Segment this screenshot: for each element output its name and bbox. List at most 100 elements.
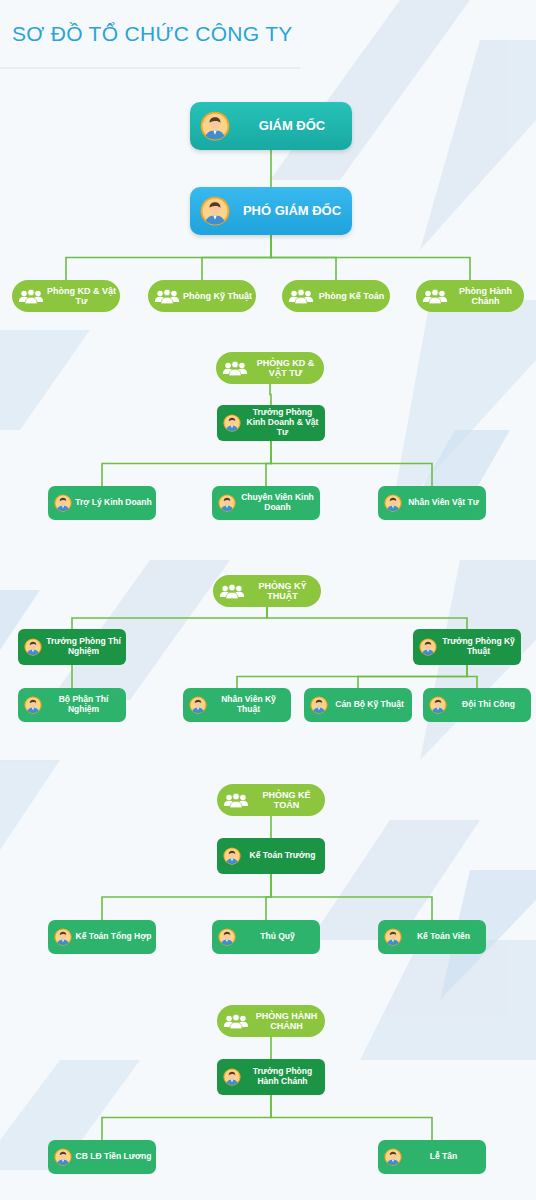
connector-line bbox=[102, 441, 271, 486]
node-text: Lễ Tân bbox=[405, 1152, 486, 1162]
person-avatar bbox=[54, 494, 72, 512]
node-text: Cán Bộ Kỹ Thuật bbox=[331, 700, 412, 710]
connector-line bbox=[467, 665, 477, 688]
node-label: Nhân Viên Vật Tư bbox=[405, 498, 482, 508]
connector-line bbox=[270, 816, 272, 838]
node-label: PHÓ GIÁM ĐỐC bbox=[236, 204, 348, 219]
node-text: GIÁM ĐỐC bbox=[236, 119, 352, 134]
node-label: Trưởng Phòng Kỹ Thuật bbox=[440, 637, 517, 657]
connector-line bbox=[72, 607, 267, 629]
node-label: Phòng Kỹ Thuật bbox=[183, 291, 252, 301]
node-label: Thủ Quỹ bbox=[239, 932, 316, 942]
connector-line bbox=[270, 150, 272, 187]
node-text: Kế Toán Tổng Hợp bbox=[75, 932, 156, 942]
node-label: Lễ Tân bbox=[405, 1152, 482, 1162]
group-icon bbox=[288, 287, 314, 305]
node-label: Kế Toán Trưởng bbox=[244, 851, 321, 861]
node-text: Phòng Kế Toán bbox=[317, 291, 390, 301]
group-icon bbox=[223, 1012, 249, 1030]
node-text: Nhân Viên Vật Tư bbox=[405, 498, 486, 508]
connector-line bbox=[270, 1037, 272, 1059]
person-avatar bbox=[384, 494, 402, 512]
node-label: Cán Bộ Kỹ Thuật bbox=[331, 700, 408, 710]
department-box: Phòng Hành Chánh bbox=[416, 280, 524, 312]
person-avatar bbox=[189, 696, 207, 714]
person-avatar bbox=[384, 928, 402, 946]
connector-line bbox=[271, 235, 470, 280]
node-label: Đội Thi Công bbox=[450, 700, 527, 710]
person-avatar bbox=[310, 696, 328, 714]
node-text: PHÒNG KỸ THUẬT bbox=[248, 581, 321, 602]
connector-line bbox=[237, 665, 467, 688]
staff-box: Nhân Viên Kỹ Thuật bbox=[183, 688, 291, 722]
department-box: Phòng Kỹ Thuật bbox=[148, 280, 256, 312]
node-label: Kế Toán Viên bbox=[405, 932, 482, 942]
node-text: Nhân Viên Kỹ Thuật bbox=[210, 695, 291, 715]
staff-box: Lễ Tân bbox=[378, 1140, 486, 1174]
node-text: PHÒNG HÀNH CHÁNH bbox=[252, 1011, 325, 1032]
department-box: Phòng KD & Vật Tư bbox=[12, 280, 120, 312]
node-label: Phòng Kế Toán bbox=[317, 291, 386, 301]
node-text: Bộ Phận Thí Nghiệm bbox=[45, 695, 126, 715]
node-label: Trợ Lý Kinh Doanh bbox=[75, 498, 152, 508]
staff-box: Nhân Viên Vật Tư bbox=[378, 486, 486, 520]
department-box: PHÒNG KD & VẬT TƯ bbox=[216, 352, 324, 384]
group-icon bbox=[222, 359, 248, 377]
node-label: Kế Toán Tổng Hợp bbox=[75, 932, 152, 942]
connector-line bbox=[271, 441, 432, 486]
person-avatar bbox=[200, 196, 230, 226]
node-text: Trợ Lý Kinh Doanh bbox=[75, 498, 156, 508]
node-label: Trưởng Phòng Hành Chánh bbox=[244, 1067, 321, 1087]
connector-line bbox=[202, 235, 271, 280]
group-icon bbox=[422, 287, 448, 305]
node-label: PHÒNG KỸ THUẬT bbox=[248, 581, 317, 602]
department-box: PHÒNG KẾ TOÁN bbox=[217, 784, 325, 816]
node-text: Đội Thi Công bbox=[450, 700, 531, 710]
node-label: Phòng KD & Vật Tư bbox=[47, 286, 116, 307]
head-box: Kế Toán Trưởng bbox=[217, 838, 325, 874]
chart-title: SƠ ĐỒ TỔ CHỨC CÔNG TY bbox=[12, 22, 293, 46]
staff-box: Kế Toán Viên bbox=[378, 920, 486, 954]
staff-box: Trợ Lý Kinh Doanh bbox=[48, 486, 156, 520]
staff-box: Thủ Quỹ bbox=[212, 920, 320, 954]
node-label: Trưởng Phòng Kinh Doanh & Vật Tư bbox=[244, 408, 321, 437]
person-avatar bbox=[429, 696, 447, 714]
node-text: Chuyên Viên Kinh Doanh bbox=[239, 493, 320, 513]
staff-box: Đội Thi Công bbox=[423, 688, 531, 722]
node-text: Kế Toán Viên bbox=[405, 932, 486, 942]
deputy-box: PHÓ GIÁM ĐỐC bbox=[190, 187, 352, 235]
group-icon bbox=[219, 582, 245, 600]
department-box: PHÒNG KỸ THUẬT bbox=[213, 575, 321, 607]
group-icon bbox=[18, 287, 44, 305]
person-avatar bbox=[218, 494, 236, 512]
node-text: Thủ Quỹ bbox=[239, 932, 320, 942]
node-label: PHÒNG HÀNH CHÁNH bbox=[252, 1011, 321, 1032]
node-text: Trưởng Phòng Hành Chánh bbox=[244, 1067, 325, 1087]
person-avatar bbox=[223, 1068, 241, 1086]
person-avatar bbox=[419, 638, 437, 656]
person-avatar bbox=[218, 928, 236, 946]
connector-line bbox=[71, 665, 73, 688]
person-avatar bbox=[223, 847, 241, 865]
node-text: CB LĐ Tiền Lương bbox=[75, 1152, 156, 1162]
person-avatar bbox=[24, 696, 42, 714]
person-avatar bbox=[200, 111, 230, 141]
staff-box: Cán Bộ Kỹ Thuật bbox=[304, 688, 412, 722]
connector-line bbox=[270, 384, 271, 405]
person-avatar bbox=[54, 1148, 72, 1166]
connector-line bbox=[358, 665, 467, 688]
node-text: Phòng Hành Chánh bbox=[451, 286, 524, 307]
node-text: Kế Toán Trưởng bbox=[244, 851, 325, 861]
node-label: GIÁM ĐỐC bbox=[236, 119, 348, 134]
group-icon bbox=[223, 791, 249, 809]
node-text: Phòng KD & Vật Tư bbox=[47, 286, 120, 307]
person-avatar bbox=[54, 928, 72, 946]
person-avatar bbox=[384, 1148, 402, 1166]
node-text: PHÒNG KẾ TOÁN bbox=[252, 790, 325, 811]
department-box: Phòng Kế Toán bbox=[282, 280, 390, 312]
group-icon bbox=[154, 287, 180, 305]
director-box: GIÁM ĐỐC bbox=[190, 102, 352, 150]
node-text: PHÒNG KD & VẬT TƯ bbox=[251, 358, 324, 379]
staff-box: Bộ Phận Thí Nghiệm bbox=[18, 688, 126, 722]
